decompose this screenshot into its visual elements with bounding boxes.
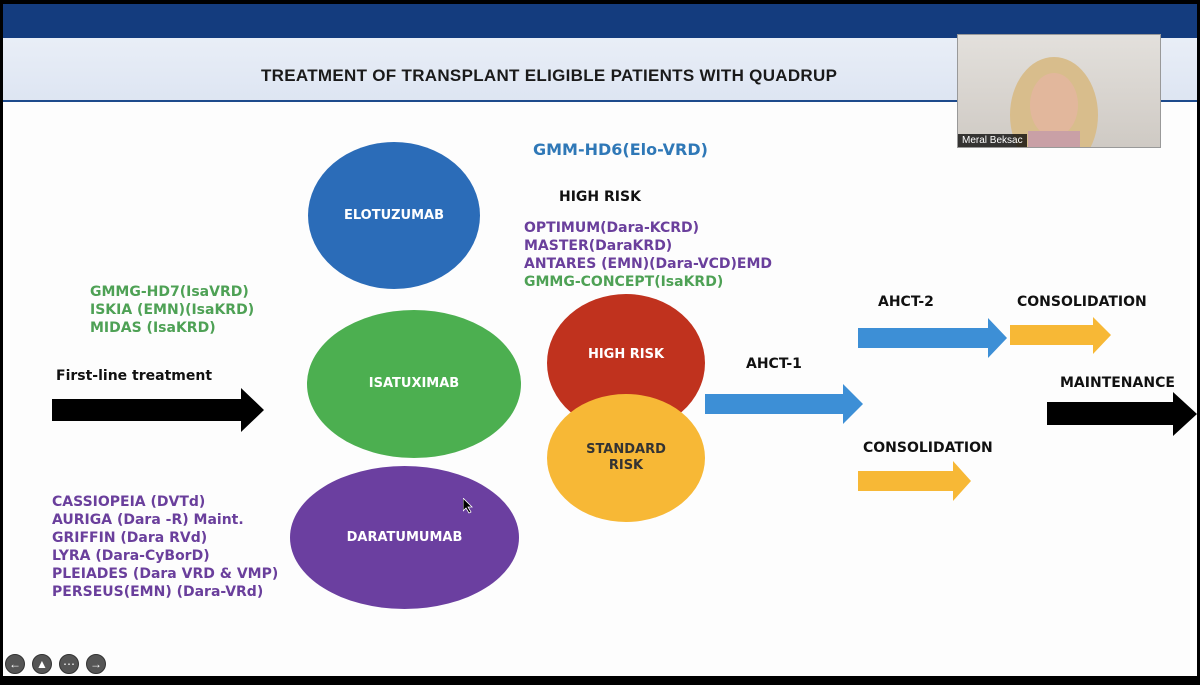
high-risk-heading: HIGH RISK bbox=[559, 189, 641, 205]
arrow-right-icon: → bbox=[90, 657, 102, 671]
high-risk-trial: OPTIMUM(Dara-KCRD) bbox=[524, 220, 700, 236]
title-divider bbox=[3, 100, 1197, 102]
header-band bbox=[3, 4, 1197, 38]
first-line-arrow bbox=[52, 388, 264, 432]
standard-risk-label-line1: STANDARD bbox=[586, 442, 666, 457]
high-risk-trial: MASTER(DaraKRD) bbox=[524, 238, 673, 254]
more-button[interactable]: ⋯ bbox=[59, 654, 79, 674]
isatuximab-trial: ISKIA (EMN)(IsaKRD) bbox=[90, 302, 255, 318]
daratumumab-trial: CASSIOPEIA (DVTd) bbox=[52, 494, 206, 510]
consolidation-bottom-arrow bbox=[858, 461, 971, 501]
isatuximab-trial: MIDAS (IsaKRD) bbox=[90, 320, 216, 336]
daratumumab-ellipse: DARATUMUMAB bbox=[290, 466, 519, 609]
daratumumab-trial: GRIFFIN (Dara RVd) bbox=[52, 530, 208, 546]
mouse-cursor-icon bbox=[463, 498, 473, 514]
ahct2-arrow bbox=[858, 318, 1007, 358]
daratumumab-trial: PLEIADES (Dara VRD & VMP) bbox=[52, 566, 279, 582]
elotuzumab-ellipse: ELOTUZUMAB bbox=[308, 142, 480, 289]
consolidation-top-arrow bbox=[1010, 317, 1111, 354]
high-risk-trial-green: GMMG-CONCEPT(IsaKRD) bbox=[524, 274, 724, 290]
arrows-layer bbox=[52, 317, 1197, 501]
standard-risk-label-line2: RISK bbox=[608, 458, 644, 473]
pointer-button[interactable]: ▲ bbox=[32, 654, 52, 674]
participant-name: Meral Beksac bbox=[958, 134, 1027, 147]
daratumumab-trial: AURIGA (Dara -R) Maint. bbox=[52, 512, 244, 528]
high-risk-ellipse-label: HIGH RISK bbox=[587, 347, 665, 362]
isatuximab-ellipse: ISATUXIMAB bbox=[307, 310, 521, 458]
maintenance-arrow bbox=[1047, 392, 1197, 436]
consolidation-top-label: CONSOLIDATION bbox=[1017, 294, 1147, 310]
standard-risk-ellipse: STANDARD RISK bbox=[547, 394, 705, 522]
more-icon: ⋯ bbox=[63, 657, 75, 671]
arrow-left-icon: ← bbox=[9, 657, 21, 671]
elotuzumab-label: ELOTUZUMAB bbox=[343, 207, 445, 223]
slide-title: TREATMENT OF TRANSPLANT ELIGIBLE PATIENT… bbox=[261, 66, 838, 85]
maintenance-label: MAINTENANCE bbox=[1060, 375, 1175, 391]
ahct1-arrow bbox=[705, 384, 863, 424]
ahct1-label: AHCT-1 bbox=[746, 356, 802, 372]
isatuximab-label: ISATUXIMAB bbox=[368, 376, 460, 391]
high-risk-trial: ANTARES (EMN)(Dara-VCD)EMD bbox=[524, 256, 773, 272]
daratumumab-trial: LYRA (Dara-CyBorD) bbox=[52, 548, 210, 564]
isatuximab-trial: GMMG-HD7(IsaVRD) bbox=[90, 284, 249, 300]
participant-avatar bbox=[1010, 57, 1098, 147]
pointer-icon: ▲ bbox=[36, 657, 48, 671]
daratumumab-trial: PERSEUS(EMN) (Dara-VRd) bbox=[52, 584, 264, 600]
daratumumab-label: DARATUMUMAB bbox=[346, 529, 463, 545]
prev-slide-button[interactable]: ← bbox=[5, 654, 25, 674]
participant-video[interactable]: Meral Beksac bbox=[957, 34, 1161, 148]
first-line-label: First-line treatment bbox=[56, 368, 213, 384]
consolidation-bottom-label: CONSOLIDATION bbox=[863, 440, 993, 456]
gmm-hd6-label: GMM-HD6(Elo-VRD) bbox=[533, 140, 708, 159]
ahct2-label: AHCT-2 bbox=[878, 294, 934, 310]
next-slide-button[interactable]: → bbox=[86, 654, 106, 674]
